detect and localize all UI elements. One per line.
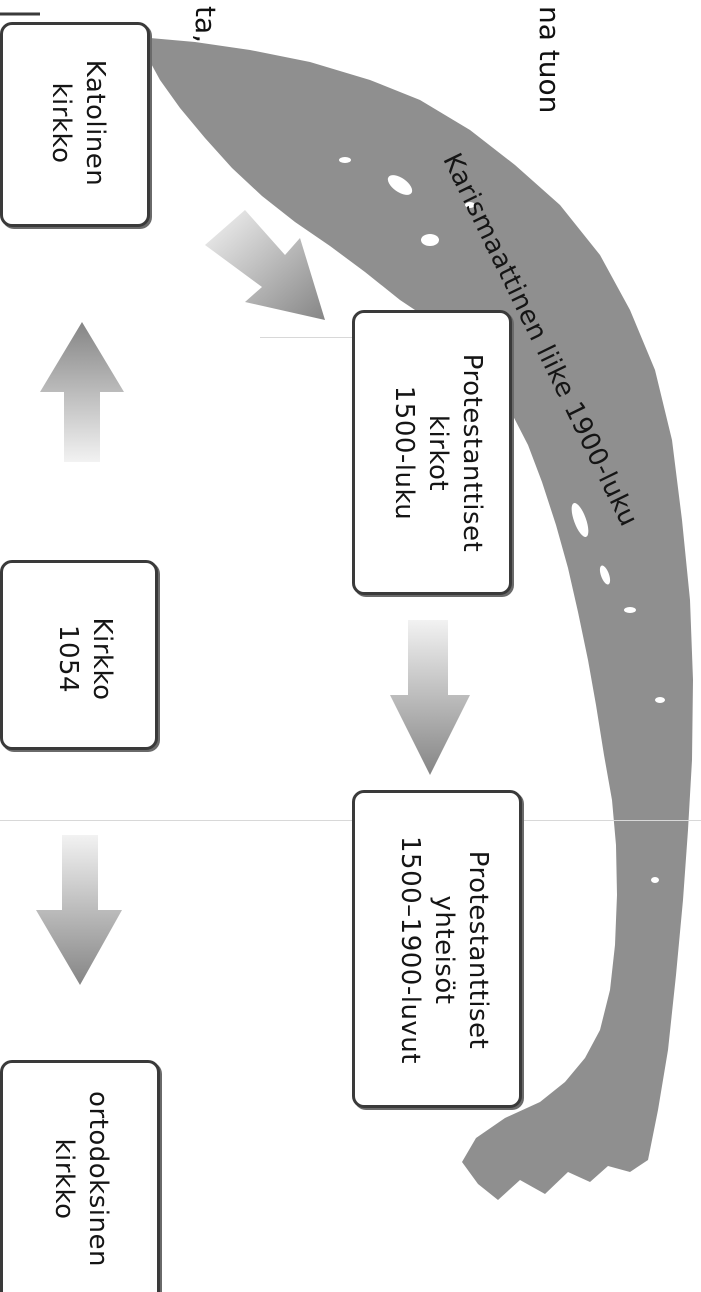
box-orthodox-church: ortodoksinen kirkko	[0, 1060, 160, 1292]
charismatic-band	[148, 38, 693, 1200]
orthodox-label: ortodoksinen kirkko	[49, 1091, 113, 1267]
fold-line-top	[260, 337, 400, 338]
fold-line-middle	[0, 820, 701, 821]
box-church-1054: Kirkko 1054	[0, 560, 158, 750]
catholic-label: Katolinen kirkko	[46, 59, 110, 187]
arrow-protestant-to-communities	[390, 620, 470, 775]
arrow-catholic-to-protestant	[205, 210, 325, 320]
church-1054-label: Kirkko 1054	[53, 617, 117, 701]
box-protestant-churches: Protestanttiset kirkot 1500-luku	[352, 310, 512, 595]
arrow-church-to-catholic	[40, 322, 124, 462]
protestant-churches-label: Protestanttiset kirkot 1500-luku	[389, 353, 487, 553]
band-speckles	[339, 157, 665, 1063]
box-protestant-communities: Protestanttiset yhteisöt 1500–1900-luvut	[352, 790, 522, 1108]
arrow-church-to-orthodox	[36, 835, 122, 985]
box-catholic-church: Katolinen kirkko	[0, 22, 150, 227]
protestant-communities-label: Protestanttiset yhteisöt 1500–1900-luvut	[395, 836, 493, 1064]
